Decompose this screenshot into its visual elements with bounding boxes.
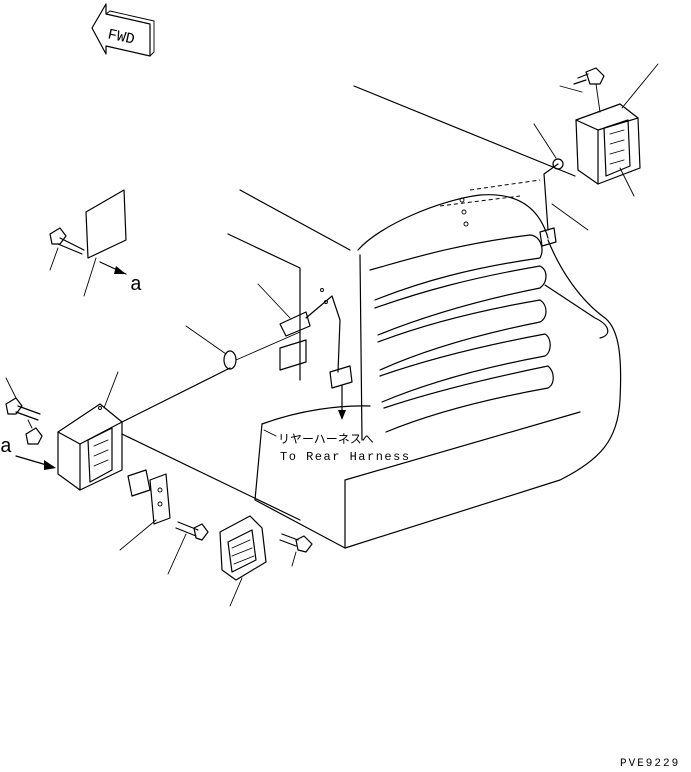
cover-plate: a: [49, 189, 142, 297]
front-lamp-left: a: [0, 367, 301, 521]
connector-bracket: [119, 469, 209, 575]
harness-note-english: To Rear Harness: [280, 450, 411, 464]
harness-note: リヤーハーネスへ To Rear Harness: [263, 429, 411, 464]
drawing-code: PVE9229: [620, 758, 680, 770]
rear-lamp-right: [533, 63, 659, 247]
side-bolt: [279, 533, 313, 567]
fwd-label: FWD: [106, 26, 136, 48]
harness-bracket: [185, 283, 353, 420]
machine-body: [227, 85, 622, 549]
lens-cover: [219, 515, 267, 607]
label-a-upper: a: [130, 274, 142, 297]
fwd-arrow: FWD: [91, 3, 155, 57]
harness-note-japanese: リヤーハーネスへ: [278, 432, 374, 447]
label-a-lower: a: [0, 436, 12, 459]
